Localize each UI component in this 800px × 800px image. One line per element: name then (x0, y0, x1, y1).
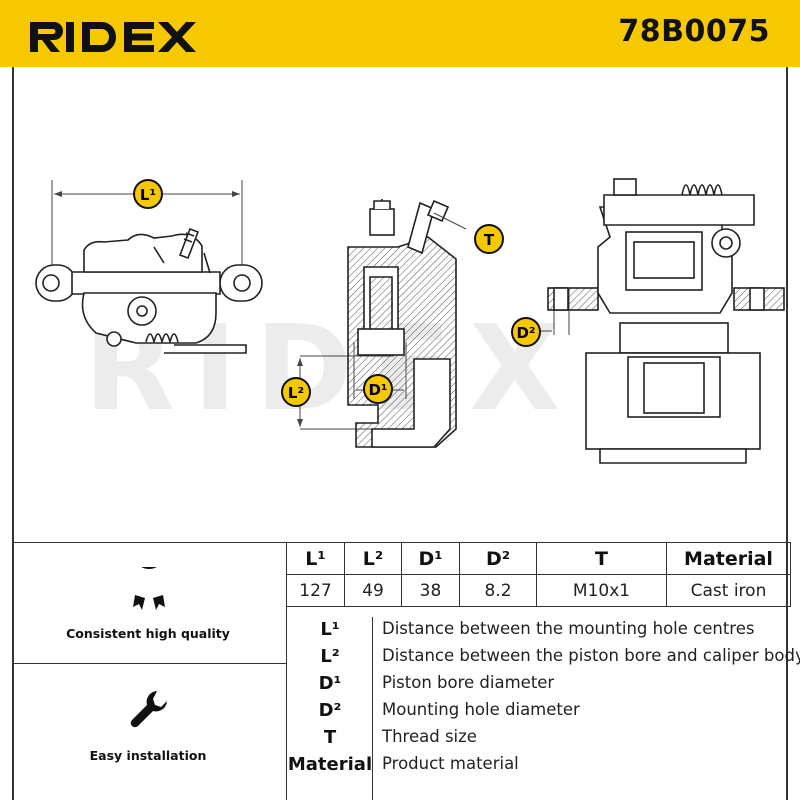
caliper-section-view (297, 199, 467, 448)
caliper-side-view (35, 180, 263, 354)
badge-d2: D² (511, 317, 541, 347)
feature-divider (12, 663, 286, 664)
svg-text:L²: L² (288, 384, 304, 402)
legend-key: L² (320, 646, 340, 667)
legend-key: T (323, 727, 337, 748)
col-header-t: T (536, 542, 667, 575)
legend-text: Distance between the mounting hole centr… (382, 619, 755, 638)
legend-key: D² (318, 700, 342, 721)
value-l1: 127 (286, 574, 345, 607)
col-header-d2: D² (459, 542, 537, 575)
wrench-icon (130, 691, 167, 728)
part-number: 78B0075 (618, 14, 770, 49)
svg-text:D¹: D¹ (368, 381, 387, 399)
specs-value-row: 127 49 38 8.2 M10x1 Cast iron (286, 574, 791, 607)
legend-text: Distance between the piston bore and cal… (382, 646, 800, 665)
value-l2: 49 (344, 574, 402, 607)
legend-key: L¹ (320, 619, 340, 640)
caliper-front-view (540, 178, 785, 464)
ridex-logo (30, 22, 196, 52)
col-header-d1: D¹ (401, 542, 460, 575)
badge-l1: L¹ (133, 179, 163, 209)
value-d1: 38 (401, 574, 460, 607)
svg-text:T: T (484, 231, 495, 249)
specs-header-row: L¹ L² D¹ D² T Material (286, 542, 791, 575)
badge-t: T (474, 224, 504, 254)
legend-text: Product material (382, 754, 519, 773)
badge-d1: D¹ (363, 374, 393, 404)
col-header-l2: L² (344, 542, 402, 575)
value-t: M10x1 (536, 574, 667, 607)
caliper-drawings: L¹ T L² D¹ D² (35, 178, 785, 464)
col-header-l1: L¹ (286, 542, 345, 575)
legend-key: D¹ (318, 673, 342, 694)
frame-left-border (12, 67, 14, 800)
legend-text: Thread size (382, 727, 477, 746)
legend-row: D¹ Piston bore diameter (286, 673, 786, 699)
badge-l2: L² (281, 377, 311, 407)
feature-installation-label: Easy installation (89, 748, 207, 763)
column-divider (286, 542, 287, 800)
specs-table: L¹ L² D¹ D² T Material 127 49 38 8.2 M10… (286, 542, 791, 607)
legend-row: L¹ Distance between the mounting hole ce… (286, 619, 786, 645)
legend-text: Mounting hole diameter (382, 700, 580, 719)
legend-row: L² Distance between the piston bore and … (286, 646, 800, 672)
value-material: Cast iron (666, 574, 791, 607)
feature-quality-label: Consistent high quality (66, 626, 230, 641)
svg-text:D²: D² (516, 324, 535, 342)
header-bar: 78B0075 (0, 0, 800, 67)
legend-row: T Thread size (286, 727, 786, 753)
legend-text: Piston bore diameter (382, 673, 555, 692)
legend-key: Material (287, 754, 373, 775)
col-header-material: Material (666, 542, 791, 575)
legend-row: D² Mounting hole diameter (286, 700, 786, 726)
svg-text:L¹: L¹ (140, 186, 156, 204)
shield-check-icon (133, 567, 165, 610)
technical-drawing: RIDEX (14, 67, 786, 542)
value-d2: 8.2 (459, 574, 537, 607)
frame-right-border (786, 67, 788, 800)
legend-divider (372, 617, 373, 800)
legend-row: Material Product material (286, 754, 786, 780)
